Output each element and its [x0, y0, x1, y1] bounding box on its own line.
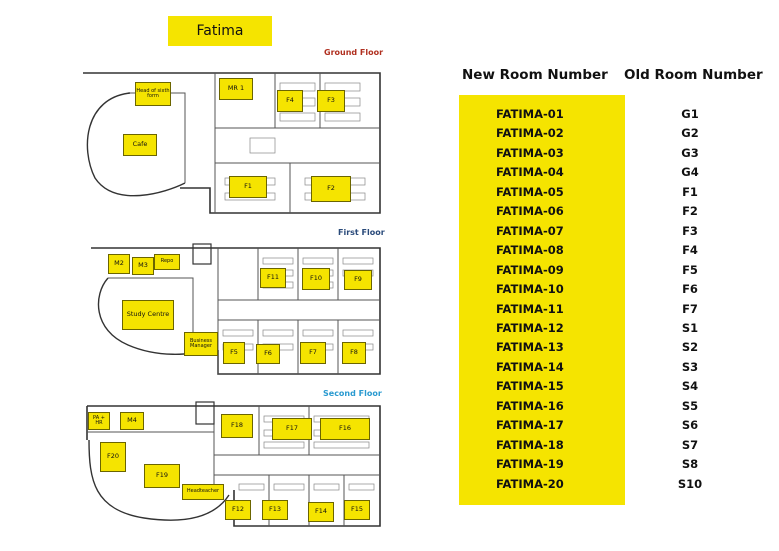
new-room-cell: FATIMA-02 [496, 126, 564, 141]
room-f2: F2 [311, 176, 351, 202]
header-new-room-number: New Room Number [462, 67, 608, 83]
new-room-cell: FATIMA-16 [496, 398, 564, 413]
new-room-cell: FATIMA-18 [496, 437, 564, 452]
room-cafe: Cafe [123, 134, 157, 156]
new-room-cell: FATIMA-19 [496, 457, 564, 472]
ground-floor-plan: Head of sixth form MR 1 F4 F3 Cafe F1 F2 [75, 68, 385, 218]
header-old-room-number: Old Room Number [624, 67, 763, 83]
second-floor-plan: PA + HR M4 F18 F17 F16 F20 F19 Headteach… [84, 400, 385, 530]
new-room-cell: FATIMA-01 [496, 107, 564, 121]
room-f10: F10 [302, 268, 330, 290]
new-room-cell: FATIMA-08 [496, 243, 564, 258]
room-f6: F6 [256, 344, 280, 364]
room-study-centre: Study Centre [122, 300, 174, 330]
new-room-cell: FATIMA-05 [496, 184, 564, 199]
room-f9: F9 [344, 270, 372, 290]
room-f14: F14 [308, 502, 334, 522]
new-room-cell: FATIMA-06 [496, 204, 564, 219]
room-f12: F12 [225, 500, 251, 520]
second-floor-label: Second Floor [323, 389, 382, 398]
new-room-cell: FATIMA-03 [496, 145, 564, 160]
first-floor-plan: M2 M3 Repo F11 F10 F9 Study Centre Busin… [88, 240, 385, 378]
room-m3: M3 [132, 257, 154, 275]
room-head-of-sixth-form: Head of sixth form [135, 82, 171, 106]
new-room-cell: FATIMA-04 [496, 165, 564, 180]
room-f7: F7 [300, 342, 326, 364]
room-mr1: MR 1 [219, 78, 253, 100]
room-f18: F18 [221, 414, 253, 438]
room-pa-hr: PA + HR [88, 412, 110, 430]
new-room-cell: FATIMA-12 [496, 320, 564, 335]
room-m2: M2 [108, 254, 130, 274]
room-f19: F19 [144, 464, 180, 488]
room-f8: F8 [342, 342, 366, 364]
room-f11: F11 [260, 268, 286, 288]
room-f17: F17 [272, 418, 312, 440]
room-f13: F13 [262, 500, 288, 520]
room-f20: F20 [100, 442, 126, 472]
room-headteacher: Headteacher [182, 484, 224, 500]
new-room-cell: FATIMA-07 [496, 223, 564, 238]
room-f15: F15 [344, 500, 370, 520]
room-f4: F4 [277, 90, 303, 112]
new-room-column-highlight [459, 95, 625, 505]
room-repo: Repo [154, 254, 180, 270]
new-room-cell: FATIMA-11 [496, 301, 564, 316]
new-room-cell: FATIMA-15 [496, 379, 564, 394]
room-f3: F3 [317, 90, 345, 112]
new-room-cell: FATIMA-13 [496, 340, 564, 355]
new-room-cell: FATIMA-14 [496, 359, 564, 374]
room-f1: F1 [229, 176, 267, 198]
room-f16: F16 [320, 418, 370, 440]
room-m4: M4 [120, 412, 144, 430]
new-room-cell: FATIMA-20 [496, 476, 564, 491]
room-f5: F5 [223, 342, 245, 364]
first-floor-label: First Floor [338, 228, 385, 237]
room-business-manager: Business Manager [184, 332, 218, 356]
page-title: Fatima [168, 16, 272, 46]
new-room-cell: FATIMA-17 [496, 418, 564, 433]
new-room-cell: FATIMA-10 [496, 282, 564, 297]
first-floor-walls [91, 243, 381, 375]
ground-floor-label: Ground Floor [324, 48, 384, 57]
new-room-cell: FATIMA-09 [496, 262, 564, 277]
